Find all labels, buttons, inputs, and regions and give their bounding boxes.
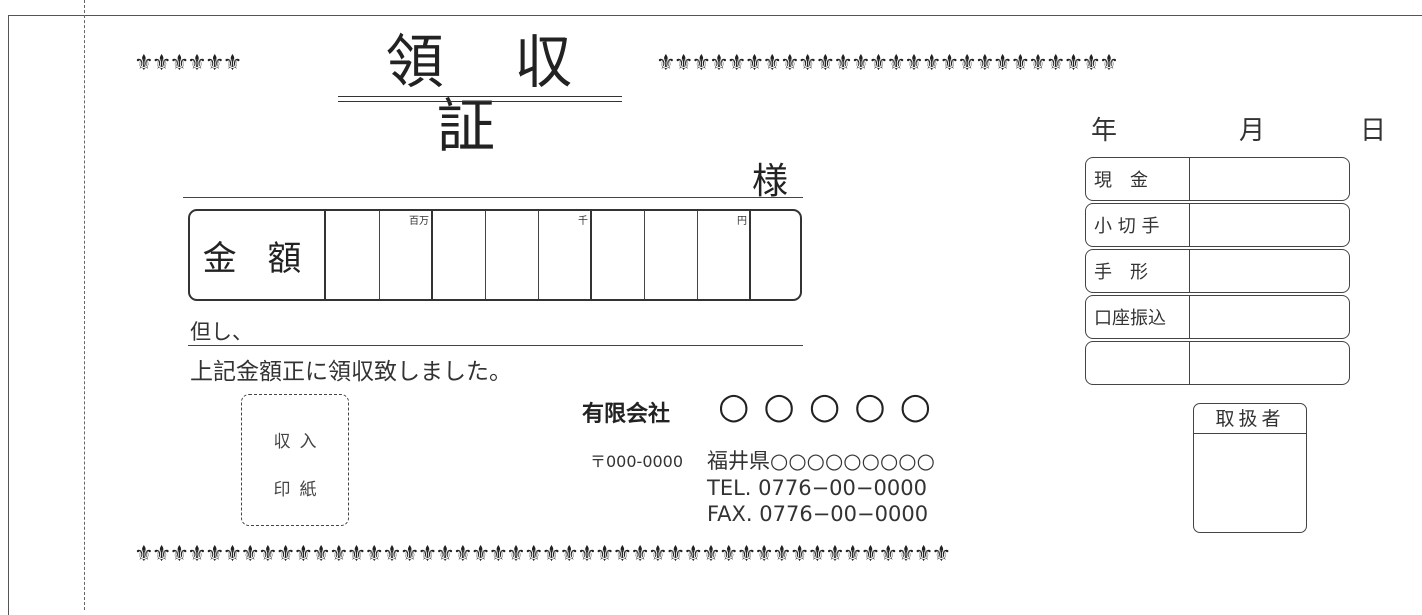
date-day: 日 <box>1360 116 1387 146</box>
perforation-line <box>84 0 85 610</box>
amount-cell <box>592 211 645 299</box>
ornament-bottom: ⚜⚜⚜⚜⚜⚜⚜⚜⚜⚜⚜⚜⚜⚜⚜⚜⚜⚜⚜⚜⚜⚜⚜⚜⚜⚜⚜⚜⚜⚜⚜⚜⚜⚜⚜⚜⚜⚜⚜⚜… <box>134 543 951 567</box>
proviso-line <box>188 345 803 346</box>
stamp-line-2: 印紙 <box>273 480 326 500</box>
receipt-title: 領 収 証 <box>385 28 599 160</box>
payment-row-check: 小 切 手 <box>1085 203 1350 247</box>
date-month: 月 <box>1239 116 1266 146</box>
amount-cell-yen: 円 <box>698 211 751 299</box>
payment-row-transfer: 口座振込 <box>1085 295 1350 339</box>
fax: FAX. 0776−00−0000 <box>707 502 929 526</box>
unit-million: 百万 <box>409 216 429 227</box>
proviso-label: 但し、 <box>190 320 253 344</box>
amount-cell <box>433 211 486 299</box>
amount-cell-million: 百万 <box>380 211 433 299</box>
payment-label: 小 切 手 <box>1086 204 1190 246</box>
company-name-placeholder: ○○○○○ <box>718 386 946 427</box>
company-type: 有限会社 <box>582 402 671 427</box>
receipt-frame <box>8 15 1422 615</box>
received-statement: 上記金額正に領収致しました。 <box>190 359 512 385</box>
unit-yen: 円 <box>737 216 747 227</box>
payment-row-cash: 現 金 <box>1085 157 1350 201</box>
address: 福井県○○○○○○○○○ <box>707 449 935 473</box>
phone: TEL. 0776−00−0000 <box>707 476 927 500</box>
payment-label <box>1086 342 1190 384</box>
payment-label: 口座振込 <box>1086 296 1190 338</box>
stamp-line-1: 収入 <box>273 432 326 452</box>
amount-cell <box>486 211 539 299</box>
ornament-top-right: ⚜⚜⚜⚜⚜⚜⚜⚜⚜⚜⚜⚜⚜⚜⚜⚜⚜⚜⚜⚜⚜⚜⚜⚜⚜⚜ <box>656 52 1119 76</box>
payment-row-bill: 手 形 <box>1085 249 1350 293</box>
handler-box: 取扱者 <box>1193 403 1307 533</box>
unit-thousand: 千 <box>578 216 588 227</box>
zip-code: 〒000-0000 <box>590 452 684 471</box>
amount-cell-thousand: 千 <box>539 211 592 299</box>
title-underline <box>338 96 622 97</box>
title-underline-double <box>338 101 622 102</box>
payment-label: 手 形 <box>1086 250 1190 292</box>
date-year: 年 <box>1091 116 1118 146</box>
amount-cell <box>645 211 698 299</box>
handler-label: 取扱者 <box>1194 404 1306 434</box>
payment-label: 現 金 <box>1086 158 1190 200</box>
revenue-stamp-box: 収入 印紙 <box>241 394 349 526</box>
amount-label: 金 額 <box>190 211 326 299</box>
amount-cell <box>326 211 380 299</box>
payment-row-blank <box>1085 341 1350 385</box>
ornament-top-left: ⚜⚜⚜⚜⚜⚜ <box>134 52 242 76</box>
recipient-line <box>183 197 803 198</box>
amount-box: 金 額 百万 千 円 <box>188 209 802 301</box>
recipient-suffix: 様 <box>752 161 789 202</box>
